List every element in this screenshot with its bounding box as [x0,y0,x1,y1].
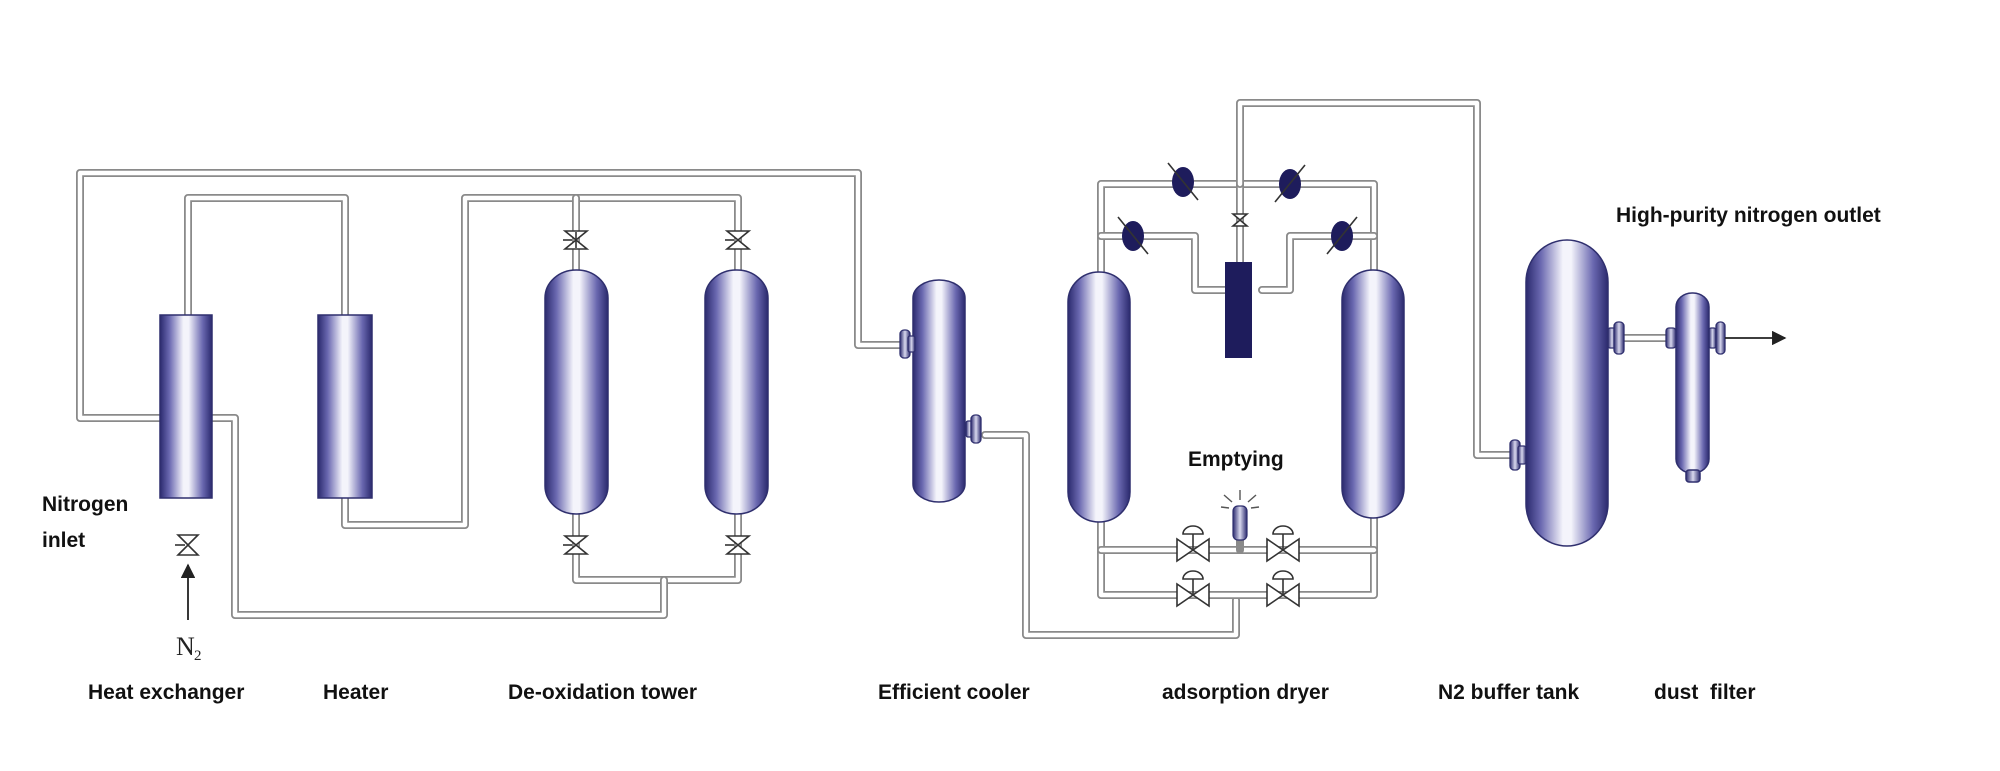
pneumatic-valve-icon [1176,570,1210,608]
deoxidation-tower-label: De-oxidation tower [508,681,697,704]
adsorption-dryer-right [1341,269,1405,519]
emptying-label: Emptying [1188,448,1284,471]
nitrogen-inlet-label-line2: inlet [42,529,85,552]
deoxidation-tower-2 [704,269,769,515]
efficient-cooler-vessel [912,279,966,503]
outlet-label: High-purity nitrogen outlet [1616,204,1881,227]
n2-subscript: 2 [194,648,202,664]
pneumatic-valve-icon [1266,525,1300,563]
heater-label: Heater [323,681,388,704]
butterfly-valve-icon [1274,164,1306,203]
valve-icon [1230,213,1250,227]
adsorption-dryer-label: adsorption dryer [1162,681,1329,704]
pipe-heater-deox [341,194,742,529]
efficient-cooler-label: Efficient cooler [878,681,1030,704]
adsorption-dryer-left [1067,271,1131,523]
valve-icon [724,535,752,555]
pipe-deox-return [572,506,742,584]
butterfly-valve-icon [1326,216,1358,255]
n2-buffer-tank-label: N2 buffer tank [1438,681,1580,704]
vessels [159,239,1710,547]
heat-exchanger-vessel [159,314,213,499]
dust-filter-label: dust filter [1654,681,1756,704]
pipe-exchanger-heater [184,194,349,322]
heat-exchanger-label: Heat exchanger [88,681,244,704]
butterfly-valves [1117,162,1358,358]
deoxidation-tower-1 [544,269,609,515]
valve-icon [562,230,590,250]
exhaust-muffler-icon [1220,490,1260,554]
heater-vessel [317,314,373,499]
pneumatic-valves [1176,525,1300,608]
n2-symbol: N [176,632,195,661]
n2-buffer-tank-vessel [1525,239,1609,547]
butterfly-valve-icon [1117,216,1149,255]
nitrogen-inlet-label-line1: Nitrogen [42,493,128,516]
butterfly-valve-icon [1167,162,1199,201]
dust-filter-vessel [1675,292,1710,474]
valve-icon [724,230,752,250]
valve-icon [175,534,200,556]
pneumatic-valve-icon [1176,525,1210,563]
silencer-block [1225,262,1252,358]
gate-valves [175,213,1250,556]
valve-icon [562,535,590,555]
labels: Nitrogen inlet N 2 Emptying High-purity … [42,204,1881,704]
piping [76,99,1692,639]
pneumatic-valve-icon [1266,570,1300,608]
